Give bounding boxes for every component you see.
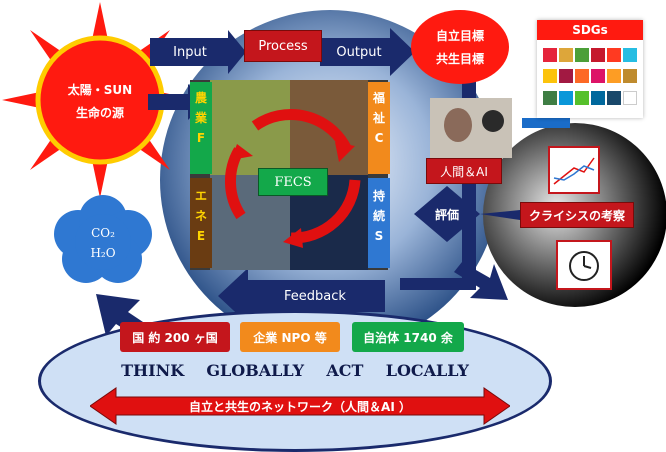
fecs-center-box: FECS — [258, 168, 328, 196]
input-arrow — [150, 30, 246, 74]
human-ai-label: 人間＆AI — [426, 158, 502, 184]
human-ai-photo — [430, 98, 512, 158]
sun-label-line1: 太陽・SUN — [67, 83, 133, 97]
trend-chart-icon — [553, 157, 595, 185]
evaluation-label: 評価 — [434, 207, 459, 222]
cloud-label-line1: CO₂ — [91, 226, 115, 240]
sdgs-panel: SDGs — [537, 20, 643, 118]
cloud-label: CO₂ H₂O — [58, 220, 148, 266]
sector-energy: エ ネ E — [190, 178, 212, 268]
sdgs-tile-grid — [543, 48, 637, 110]
sector-agri-char-2: 業 — [194, 110, 207, 125]
goals-line2: 共生目標 — [435, 52, 484, 66]
process-box: Process — [244, 30, 322, 62]
sector-welfare: 福 祉 C — [368, 82, 390, 174]
sector-sustain-char-3: S — [374, 228, 384, 243]
sdgs-header: SDGs — [537, 20, 643, 40]
goals-line1: 自立目標 — [435, 29, 484, 43]
sector-agriculture: 農 業 F — [190, 82, 212, 174]
cycle-arrows-icon — [224, 109, 361, 248]
crisis-label: クライシスの考察 — [520, 202, 634, 228]
sector-agri-char-3: F — [196, 130, 206, 145]
sector-energy-char-3: E — [196, 228, 206, 243]
sector-sustain-char-1: 持 — [372, 189, 385, 203]
network-label: 自立と共生のネットワーク（人間＆AI ） — [189, 399, 411, 414]
input-label: Input — [173, 44, 207, 60]
sector-agri-char-1: 農 — [194, 91, 207, 105]
sector-sustain: 持 続 S — [368, 178, 390, 268]
output-label: Output — [336, 44, 382, 60]
sector-welfare-char-3: C — [374, 130, 384, 145]
actor-countries: 国 約 200 ヶ国 — [120, 322, 230, 352]
right-up-arrow — [454, 262, 508, 300]
network-double-arrow — [90, 387, 510, 425]
output-arrow — [320, 28, 415, 76]
sun-label-line2: 生命の源 — [75, 106, 124, 120]
clock-icon — [569, 251, 599, 281]
cloud-icon — [54, 195, 152, 283]
evaluation-diamond — [414, 186, 480, 242]
feedback-label: Feedback — [284, 288, 346, 304]
sector-welfare-char-1: 福 — [372, 91, 385, 105]
actor-municipalities: 自治体 1740 余 — [352, 322, 464, 352]
slogan-text: THINK GLOBALLY ACT LOCALLY — [121, 360, 469, 380]
sector-sustain-char-2: 続 — [372, 208, 385, 223]
sun-label: 太陽・SUN 生命の源 — [50, 78, 150, 124]
goals-circle: 自立目標 共生目標 — [411, 10, 509, 84]
sector-energy-char-2: ネ — [194, 208, 207, 223]
cloud-label-line2: H₂O — [90, 246, 116, 260]
actor-companies: 企業 NPO 等 — [240, 322, 340, 352]
crisis-clock-card — [556, 240, 612, 290]
sector-welfare-char-2: 祉 — [372, 110, 385, 125]
crisis-chart-top — [548, 146, 600, 194]
sector-energy-char-1: エ — [194, 189, 207, 203]
